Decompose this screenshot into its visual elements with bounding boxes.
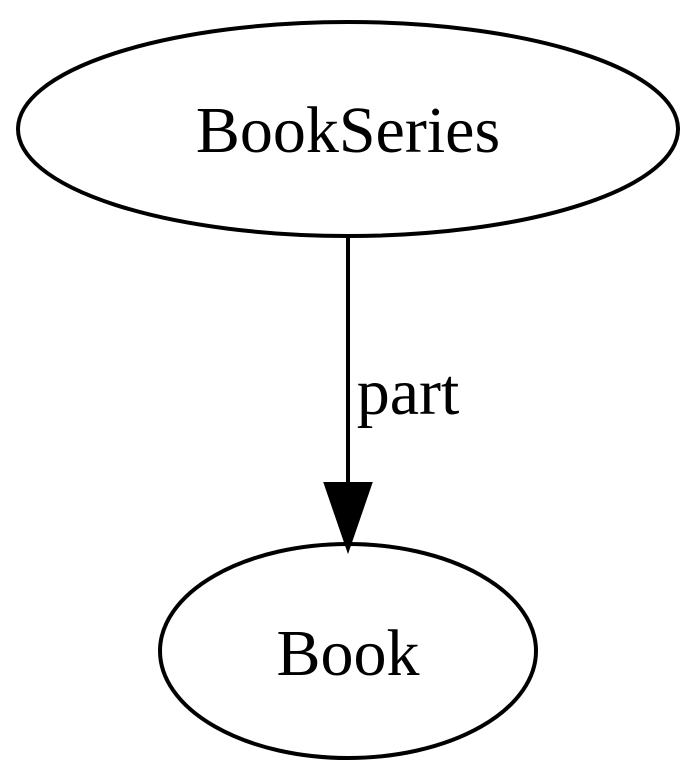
node-book-shape [158,542,538,760]
node-bookseries[interactable]: BookSeries [16,20,680,238]
edge-bookseries-book-label: part [357,356,460,429]
edge-bookseries-book[interactable]: part [323,236,460,555]
node-bookseries-label: BookSeries [196,94,500,167]
node-book[interactable]: Book [158,542,538,760]
node-book-label: Book [276,617,419,690]
arrowhead-icon [323,482,373,555]
